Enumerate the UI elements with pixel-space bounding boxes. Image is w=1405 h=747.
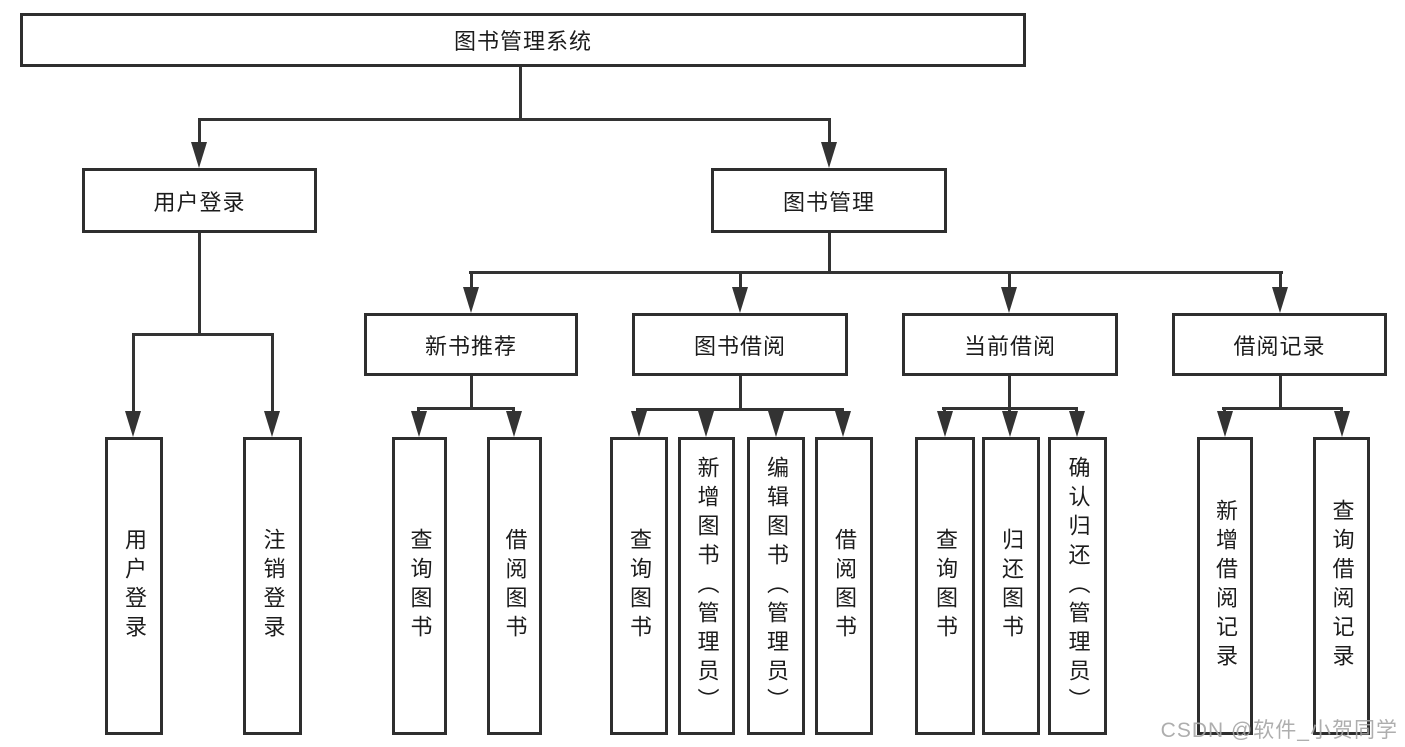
arrow-down-icon — [732, 287, 748, 313]
connector-root-bar — [198, 118, 831, 121]
arrow-down-icon — [768, 411, 784, 437]
arrow-down-icon — [264, 411, 280, 437]
arrow-down-icon — [1334, 411, 1350, 437]
leaf-query-books-label: 查询图书 — [627, 528, 652, 644]
connector-stem — [739, 272, 742, 292]
leaf-edit-book-admin-label: 编辑图书（管理员） — [764, 455, 789, 717]
arrow-down-icon — [411, 411, 427, 437]
leaf-query-books: 查询图书 — [610, 437, 668, 735]
arrow-down-icon — [698, 411, 714, 437]
leaf-logout: 注销登录 — [243, 437, 302, 735]
arrow-down-icon — [191, 142, 207, 168]
leaf-query-borrow-record: 查询借阅记录 — [1313, 437, 1370, 735]
arrow-down-icon — [1217, 411, 1233, 437]
node-borrowing-records: 借阅记录 — [1172, 313, 1387, 376]
leaf-return-book: 归还图书 — [982, 437, 1040, 735]
node-book-management-label: 图书管理 — [782, 189, 875, 215]
arrow-down-icon — [937, 411, 953, 437]
connector-borrow-record-bar — [1222, 407, 1343, 410]
leaf-add-borrow-record: 新增借阅记录 — [1197, 437, 1253, 735]
connector-new-book-bar — [417, 407, 515, 410]
connector-root-stem — [519, 66, 522, 120]
leaf-borrow-books: 借阅图书 — [487, 437, 542, 735]
arrow-down-icon — [125, 411, 141, 437]
leaf-borrow-books-label: 借阅图书 — [502, 528, 528, 644]
leaf-borrow-books-label: 借阅图书 — [832, 528, 857, 644]
node-new-book-recommend: 新书推荐 — [364, 313, 578, 376]
leaf-add-book-admin: 新增图书（管理员） — [678, 437, 735, 735]
arrow-down-icon — [631, 411, 647, 437]
watermark: CSDN @软件_小贺同学 — [1160, 719, 1398, 742]
connector-current-borrow-stem — [1008, 375, 1011, 409]
connector-stem — [132, 333, 135, 417]
arrow-down-icon — [1069, 411, 1085, 437]
connector-book-mgmt-bar — [469, 271, 1283, 274]
arrow-down-icon — [821, 142, 837, 168]
arrow-down-icon — [463, 287, 479, 313]
node-book-management: 图书管理 — [711, 168, 947, 233]
node-book-borrowing: 图书借阅 — [632, 313, 848, 376]
connector-stem — [1279, 272, 1282, 292]
leaf-borrow-books: 借阅图书 — [815, 437, 873, 735]
node-root-label: 图书管理系统 — [453, 29, 592, 54]
node-current-borrowing: 当前借阅 — [902, 313, 1118, 376]
connector-stem — [1008, 272, 1011, 292]
leaf-logout-label: 注销登录 — [260, 528, 286, 644]
connector-book-mgmt-stem — [828, 232, 831, 273]
arrow-down-icon — [835, 411, 851, 437]
node-root: 图书管理系统 — [20, 13, 1026, 67]
node-borrowing-records-label: 借阅记录 — [1233, 333, 1326, 359]
leaf-add-borrow-record-label: 新增借阅记录 — [1213, 499, 1238, 673]
leaf-query-books-label: 查询图书 — [933, 528, 958, 644]
node-user-login: 用户登录 — [82, 168, 317, 233]
connector-user-login-bar — [132, 333, 274, 336]
connector-new-book-stem — [470, 375, 473, 409]
arrow-down-icon — [1272, 287, 1288, 313]
leaf-query-borrow-record-label: 查询借阅记录 — [1329, 499, 1355, 673]
leaf-user-login: 用户登录 — [105, 437, 163, 735]
leaf-confirm-return-admin-label: 确认归还（管理员） — [1065, 455, 1091, 717]
leaf-edit-book-admin: 编辑图书（管理员） — [747, 437, 805, 735]
leaf-query-books-label: 查询图书 — [407, 528, 433, 644]
arrow-down-icon — [506, 411, 522, 437]
leaf-return-book-label: 归还图书 — [999, 528, 1024, 644]
node-book-borrowing-label: 图书借阅 — [693, 333, 786, 359]
leaf-query-books: 查询图书 — [915, 437, 975, 735]
leaf-confirm-return-admin: 确认归还（管理员） — [1048, 437, 1107, 735]
node-user-login-label: 用户登录 — [153, 189, 246, 215]
node-new-book-recommend-label: 新书推荐 — [424, 333, 517, 359]
connector-book-borrow-bar — [636, 408, 844, 411]
connector-user-login-stem — [198, 232, 201, 335]
connector-stem — [198, 118, 201, 148]
leaf-add-book-admin-label: 新增图书（管理员） — [694, 455, 720, 717]
connector-stem — [470, 272, 473, 292]
connector-book-borrow-stem — [739, 375, 742, 410]
arrow-down-icon — [1001, 287, 1017, 313]
node-current-borrowing-label: 当前借阅 — [963, 333, 1056, 359]
connector-borrow-record-stem — [1279, 375, 1282, 409]
connector-stem — [828, 118, 831, 148]
leaf-user-login-label: 用户登录 — [122, 528, 147, 644]
arrow-down-icon — [1002, 411, 1018, 437]
leaf-query-books: 查询图书 — [392, 437, 447, 735]
connector-stem — [271, 333, 274, 417]
